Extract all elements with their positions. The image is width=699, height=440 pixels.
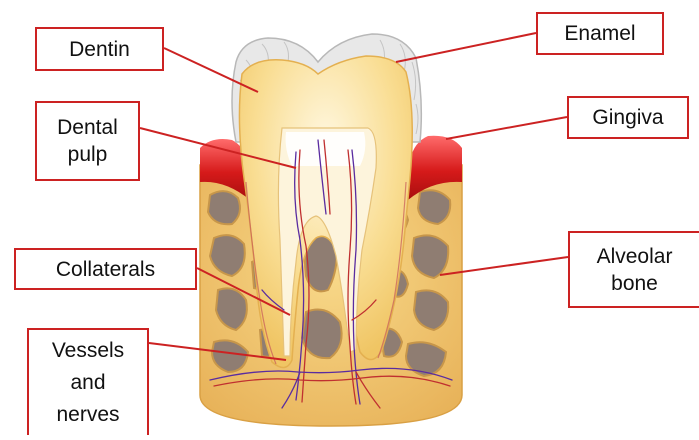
label-alveolar-bone: Alveolar bone: [568, 231, 699, 308]
label-vessels-nerves: Vessels and nerves: [27, 328, 149, 435]
label-gingiva: Gingiva: [567, 96, 689, 139]
label-dentin: Dentin: [35, 27, 164, 71]
leader-gingiva: [446, 117, 567, 139]
label-collaterals: Collaterals: [14, 248, 197, 290]
label-dental-pulp: Dental pulp: [35, 101, 140, 181]
label-enamel: Enamel: [536, 12, 664, 55]
leader-enamel: [396, 33, 536, 62]
